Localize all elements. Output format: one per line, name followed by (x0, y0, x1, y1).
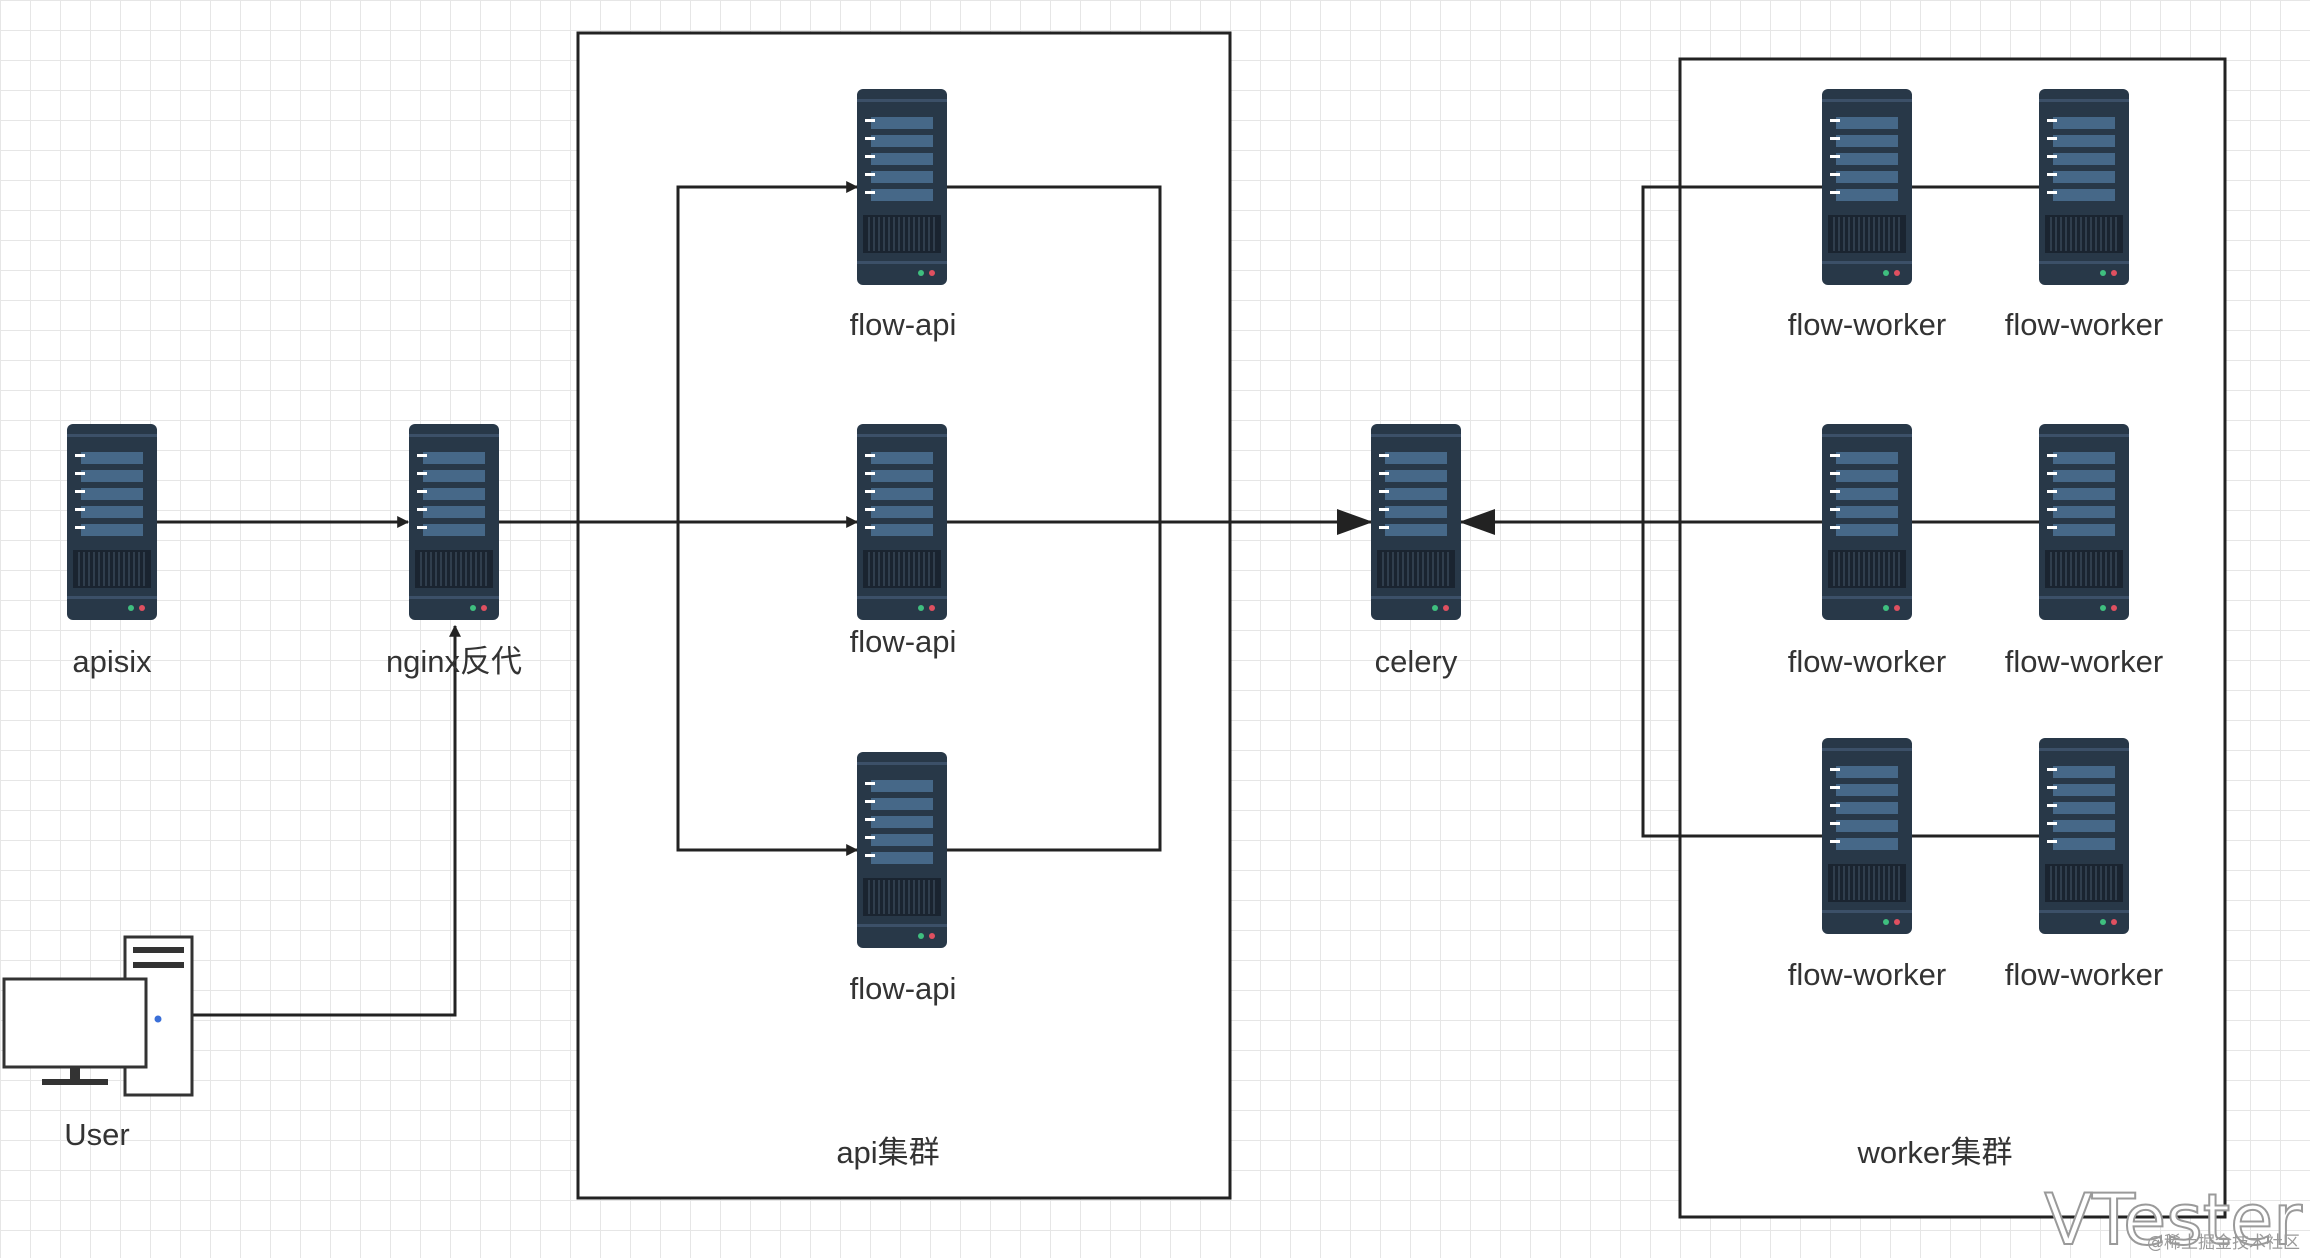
server-icon-apisix (67, 424, 157, 620)
node-label-flow-worker-3: flow-worker (1788, 644, 1946, 679)
server-icon-flow-worker-2 (2039, 89, 2129, 285)
edge-nginx-api-top (676, 181, 859, 522)
node-label-apisix: apisix (72, 644, 152, 679)
node-label-user: User (64, 1117, 129, 1152)
server-icon-flow-worker-1 (1822, 89, 1912, 285)
node-label-flow-api-3: flow-api (850, 971, 957, 1006)
edge-user-nginx (192, 624, 461, 1017)
group-label-api: api集群 (836, 1135, 939, 1170)
worker-cluster-box (1678, 57, 2227, 1219)
node-label-flow-worker-2: flow-worker (2005, 307, 2163, 342)
group-label-worker: worker集群 (1856, 1135, 2012, 1170)
server-icon-flow-worker-4 (2039, 424, 2129, 620)
edge-api-top-bus (947, 185, 1162, 522)
watermark-brand: VTester (2044, 1179, 2302, 1258)
server-icon-flow-worker-6 (2039, 738, 2129, 934)
node-label-flow-worker-5: flow-worker (1788, 957, 1946, 992)
server-icon-nginx (409, 424, 499, 620)
node-label-flow-api-1: flow-api (850, 307, 957, 342)
node-label-celery: celery (1375, 644, 1458, 679)
node-label-flow-worker-4: flow-worker (2005, 644, 2163, 679)
edge-api-bottom-bus (947, 522, 1162, 852)
watermark-sub: @稀土掘金技术社区 (2147, 1233, 2300, 1253)
server-icon-flow-worker-3 (1822, 424, 1912, 620)
workstation-icon (2, 935, 194, 1097)
node-label-flow-worker-6: flow-worker (2005, 957, 2163, 992)
server-icon-flow-api-3 (857, 752, 947, 948)
server-icon-flow-worker-5 (1822, 738, 1912, 934)
server-icon-celery (1371, 424, 1461, 620)
node-label-nginx: nginx反代 (386, 644, 522, 679)
server-icon-flow-api-2 (857, 424, 947, 620)
node-label-flow-worker-1: flow-worker (1788, 307, 1946, 342)
node-label-flow-api-2: flow-api (850, 624, 957, 659)
edge-nginx-api-bottom (676, 522, 859, 856)
server-icon-flow-api-1 (857, 89, 947, 285)
